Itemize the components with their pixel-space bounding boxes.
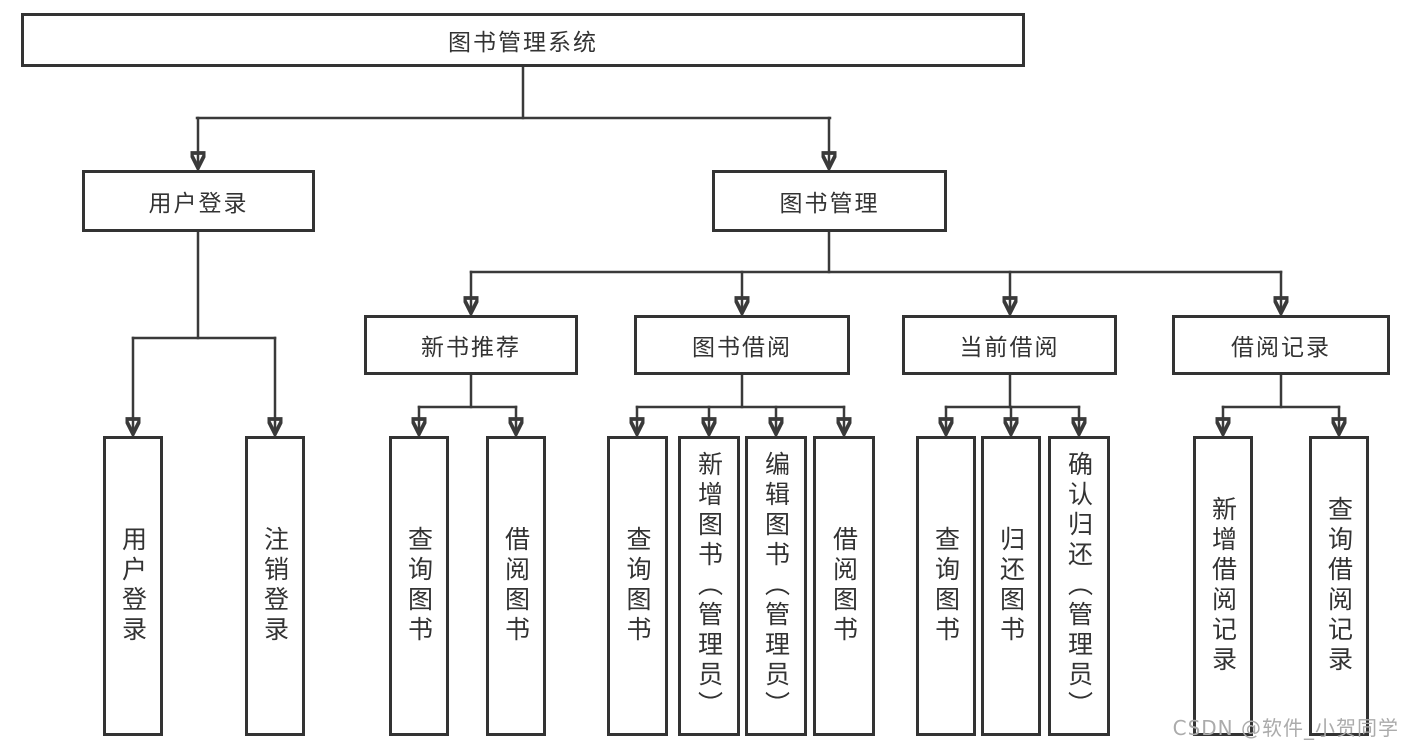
leaf-add-book-admin-label: 新增图书（管理员） xyxy=(694,451,724,721)
leaf-borrow-books-1-label: 借阅图书 xyxy=(501,526,531,646)
node-book-borrow: 图书借阅 xyxy=(634,315,850,375)
node-book-management: 图书管理 xyxy=(712,170,947,232)
leaf-borrow-books-2-label: 借阅图书 xyxy=(829,526,859,646)
leaf-edit-book-admin-label: 编辑图书（管理员） xyxy=(761,451,791,721)
leaf-query-books-1-label: 查询图书 xyxy=(404,526,434,646)
node-book-management-label: 图书管理 xyxy=(779,191,880,217)
leaf-add-borrow-record: 新增借阅记录 xyxy=(1193,436,1253,736)
leaf-return-books-label: 归还图书 xyxy=(996,526,1026,646)
node-new-book-recommend-label: 新书推荐 xyxy=(421,335,521,361)
node-current-borrow-label: 当前借阅 xyxy=(959,335,1060,361)
node-library-system: 图书管理系统 xyxy=(21,13,1025,67)
leaf-add-book-admin: 新增图书（管理员） xyxy=(678,436,740,736)
node-user-login: 用户登录 xyxy=(82,170,315,232)
leaf-query-borrow-record: 查询借阅记录 xyxy=(1309,436,1369,736)
leaf-confirm-return-admin-label: 确认归还（管理员） xyxy=(1064,451,1094,721)
leaf-edit-book-admin: 编辑图书（管理员） xyxy=(745,436,807,736)
node-user-login-label: 用户登录 xyxy=(148,191,249,217)
watermark: CSDN @软件_小贺同学 xyxy=(1172,716,1399,740)
node-new-book-recommend: 新书推荐 xyxy=(364,315,578,375)
leaf-query-books-2-label: 查询图书 xyxy=(623,526,652,646)
leaf-logout: 注销登录 xyxy=(245,436,305,736)
leaf-borrow-books-1: 借阅图书 xyxy=(486,436,546,736)
node-library-system-label: 图书管理系统 xyxy=(448,30,598,56)
leaf-borrow-books-2: 借阅图书 xyxy=(813,436,875,736)
node-current-borrow: 当前借阅 xyxy=(902,315,1117,375)
leaf-query-books-3-label: 查询图书 xyxy=(931,526,961,646)
leaf-confirm-return-admin: 确认归还（管理员） xyxy=(1048,436,1110,736)
leaf-query-books-1: 查询图书 xyxy=(389,436,449,736)
node-borrow-record: 借阅记录 xyxy=(1172,315,1390,375)
leaf-query-books-2: 查询图书 xyxy=(607,436,668,736)
node-book-borrow-label: 图书借阅 xyxy=(692,335,792,361)
leaf-user-login-label: 用户登录 xyxy=(118,526,148,646)
leaf-logout-label: 注销登录 xyxy=(260,526,290,646)
node-borrow-record-label: 借阅记录 xyxy=(1231,335,1331,361)
leaf-add-borrow-record-label: 新增借阅记录 xyxy=(1208,496,1238,676)
leaf-return-books: 归还图书 xyxy=(981,436,1041,736)
leaf-query-books-3: 查询图书 xyxy=(916,436,976,736)
leaf-query-borrow-record-label: 查询借阅记录 xyxy=(1324,496,1354,676)
leaf-user-login: 用户登录 xyxy=(103,436,163,736)
